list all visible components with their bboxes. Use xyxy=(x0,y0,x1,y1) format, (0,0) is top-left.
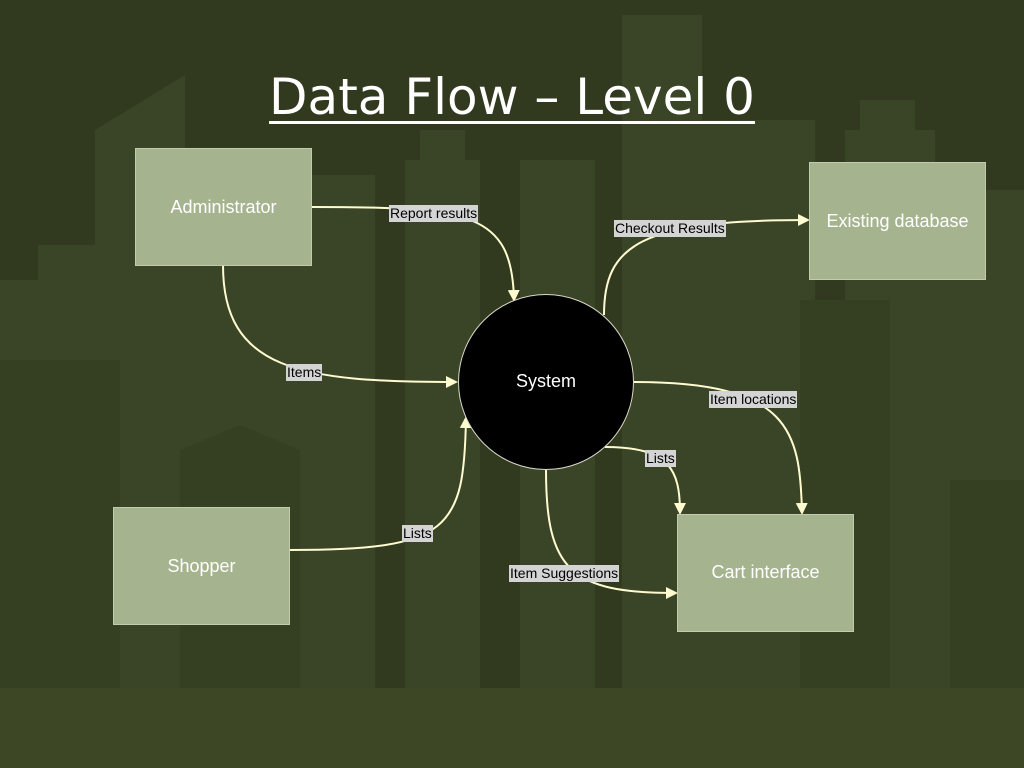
flow-label-item-locations: Item locations xyxy=(709,391,798,408)
existing-database-store: Existing database xyxy=(809,162,986,280)
flow-items-line xyxy=(222,264,458,388)
administrator-label: Administrator xyxy=(170,197,277,217)
flow-label-items: Items xyxy=(286,364,323,381)
cart-interface-entity: Cart interface xyxy=(677,514,854,632)
system-label: System xyxy=(515,371,576,391)
shopper-entity: Shopper xyxy=(113,507,290,625)
flow-label-item-suggestions: Item Suggestions xyxy=(509,565,620,582)
shopper-label: Shopper xyxy=(167,556,236,576)
flow-item-locations-line xyxy=(633,381,808,515)
cart-interface-label: Cart interface xyxy=(711,562,820,582)
existing-database-label: Existing database xyxy=(826,211,969,231)
flow-label-report-results: Report results xyxy=(389,205,479,222)
flow-label-lists-to-cart: Lists xyxy=(645,450,676,467)
flow-label-lists-from-shopper: Lists xyxy=(402,525,433,542)
flow-label-checkout-results: Checkout Results xyxy=(614,220,726,237)
flow-lists-from-shopper-line xyxy=(289,416,472,551)
slide-title: Data Flow – Level 0 xyxy=(269,68,755,126)
system-process: System xyxy=(458,294,634,470)
flow-checkout-results-line xyxy=(603,214,810,316)
administrator-entity: Administrator xyxy=(135,148,312,266)
